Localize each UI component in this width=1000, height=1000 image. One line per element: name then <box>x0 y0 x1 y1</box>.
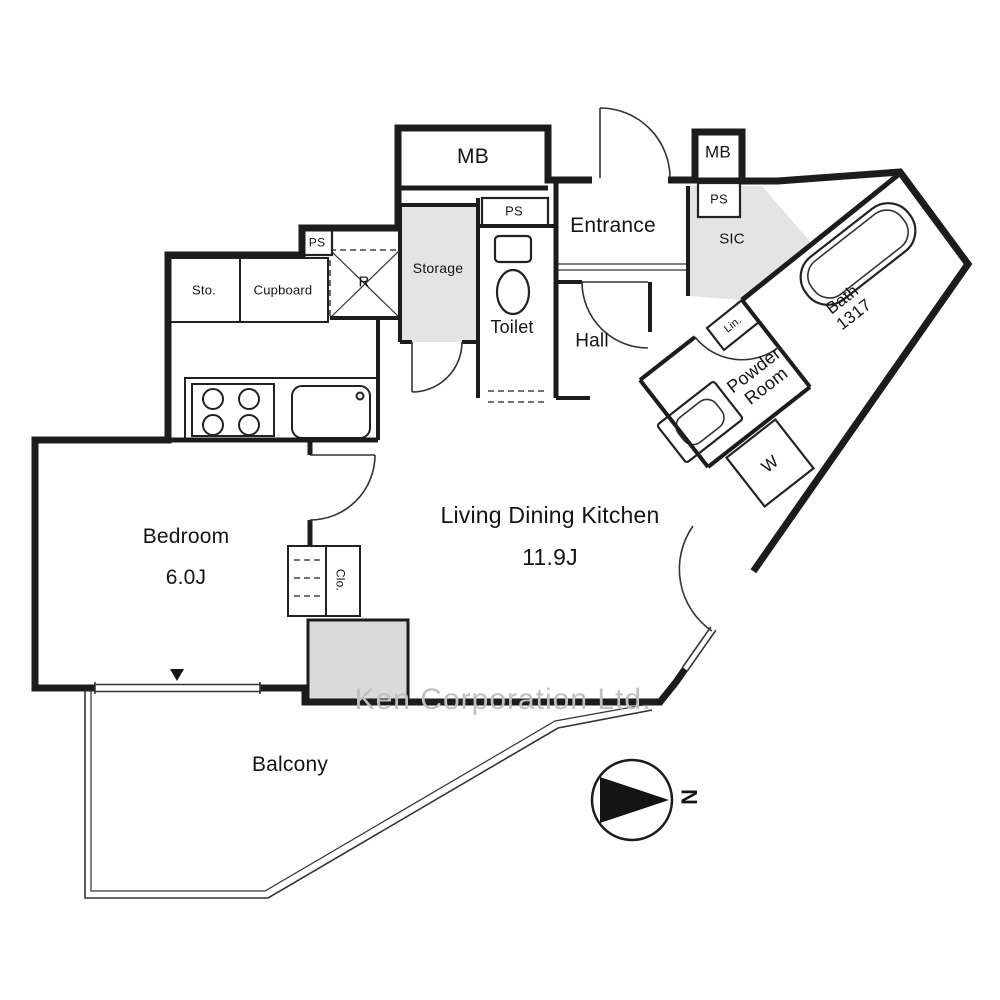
room-label-balcony: Balcony <box>251 753 329 777</box>
room-label-entrance: Entrance <box>570 214 656 238</box>
room-label-sic: SIC <box>719 230 745 248</box>
windows <box>94 568 758 694</box>
room-label-ldk-size: 11.9J <box>522 544 578 571</box>
room-label-ldk: Living Dining Kitchen <box>440 502 660 529</box>
balcony-outline <box>84 690 653 899</box>
bedroom-window-marker <box>170 669 184 681</box>
bathtub-icon <box>799 202 917 306</box>
room-label-refrigerator: R <box>358 273 370 291</box>
room-label-sto: Sto. <box>192 282 216 298</box>
room-label-closet: Clo. <box>333 568 348 592</box>
room-label-cupboard: Cupboard <box>253 282 313 298</box>
toilet-icon <box>493 234 533 316</box>
outer-walls <box>31 124 973 706</box>
room-label-toilet: Toilet <box>490 316 534 337</box>
room-label-bedroom-size: 6.0J <box>165 566 207 590</box>
room-label-mb-2: MB <box>705 142 731 162</box>
interior-walls <box>330 186 812 469</box>
room-label-mb-1: MB <box>457 145 489 169</box>
interior-walls-heavy <box>168 173 900 546</box>
washer-box <box>724 417 816 509</box>
room-label-storage: Storage <box>412 260 464 277</box>
storage-fill <box>400 205 478 342</box>
toilet-door-dashed <box>488 390 546 403</box>
ps-box-2 <box>696 181 742 219</box>
stove-icon <box>191 383 275 437</box>
entrance-step <box>558 263 686 271</box>
clo-closet <box>287 545 361 617</box>
room-label-ps-2: PS <box>710 191 728 207</box>
room-label-ps-1: PS <box>505 203 523 219</box>
vanity-icon <box>656 381 744 463</box>
compass-icon <box>590 758 674 842</box>
door-arcs <box>309 107 780 632</box>
room-label-ps-3: PS <box>308 235 326 250</box>
north-label: N <box>676 788 702 806</box>
room-label-bedroom: Bedroom <box>142 525 230 549</box>
sink-icon <box>291 385 371 439</box>
watermark: Ken Corporation Ltd. <box>354 683 652 716</box>
room-label-hall: Hall <box>575 330 609 352</box>
